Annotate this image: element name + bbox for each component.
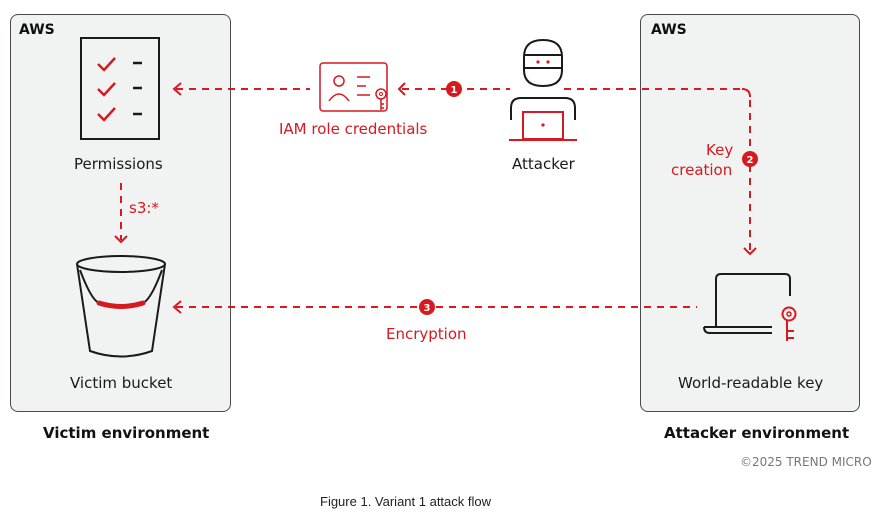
copyright-notice: ©2025 TREND MICRO (740, 455, 872, 469)
s3-access-arrow (114, 183, 128, 244)
figure-caption: Figure 1. Variant 1 attack flow (320, 494, 492, 509)
permissions-checklist-icon (80, 37, 160, 140)
laptop-key-icon (703, 273, 797, 341)
encryption-label: Encryption (386, 325, 467, 343)
bucket-icon (76, 255, 166, 358)
step-3-badge: 3 (419, 299, 435, 315)
step-3-number: 3 (424, 303, 431, 314)
victim-aws-label: AWS (19, 22, 55, 38)
step-2-badge: 2 (742, 151, 758, 167)
attacker-aws-label: AWS (651, 22, 687, 38)
attacker-aws-panel (640, 14, 860, 412)
attacker-environment-label: Attacker environment (664, 424, 850, 442)
world-readable-key-label: World-readable key (678, 374, 824, 392)
key-creation-label-line1: Key (706, 141, 734, 159)
attacker-icon (509, 38, 577, 141)
iam-credentials-label: IAM role credentials (279, 120, 428, 138)
victim-bucket-label: Victim bucket (70, 374, 173, 392)
step-1-badge: 1 (446, 81, 462, 97)
step-1-number: 1 (451, 85, 458, 96)
victim-environment-label: Victim environment (43, 424, 210, 442)
step-2-arrow (564, 88, 757, 256)
permissions-label: Permissions (74, 155, 163, 173)
credentials-to-permissions-arrow (172, 82, 310, 96)
step-3-arrow (172, 300, 697, 314)
iam-credentials-icon (319, 62, 388, 112)
s3-action-label: s3:* (129, 199, 159, 217)
attacker-label: Attacker (512, 155, 575, 173)
step-2-number: 2 (747, 155, 754, 166)
key-creation-label-line2: creation (671, 161, 733, 179)
